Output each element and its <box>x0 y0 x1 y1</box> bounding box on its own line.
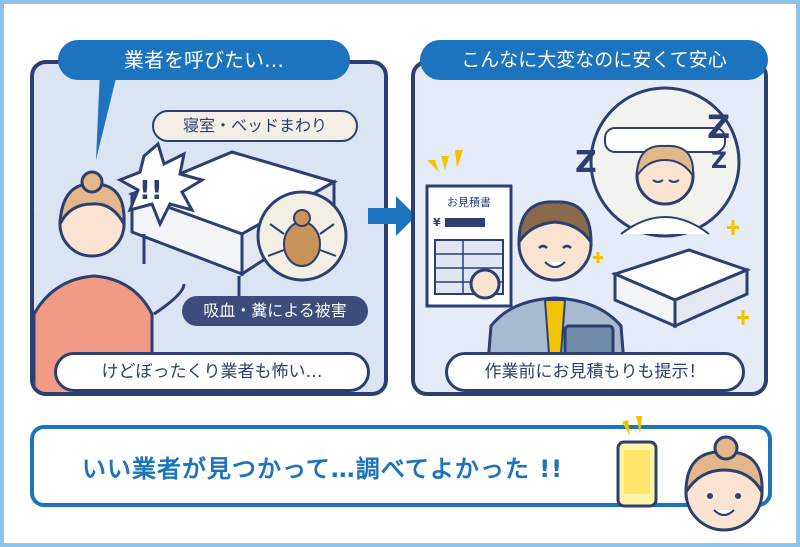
estimate-currency: ¥ <box>433 216 441 229</box>
arrow-right-icon <box>368 196 416 236</box>
left-scene: !! <box>34 141 348 392</box>
phone-icon <box>616 440 658 508</box>
sleeping-woman-closeup <box>589 86 741 238</box>
banner-text: いい業者が見つかって…調べてよかった !! <box>82 455 564 483</box>
right-panel: お見積書 ¥ <box>411 60 768 396</box>
shout-text: !! <box>139 176 163 206</box>
clean-bed-illustration <box>610 248 752 329</box>
left-speech-bubble: 業者を呼びたい… <box>58 40 350 80</box>
right-caption: 作業前にお見積もりも提示！ <box>445 352 745 392</box>
location-label: 寝室・ベッドまわり <box>152 110 358 142</box>
happy-woman-illustration <box>616 416 764 532</box>
sleep-z-large: Z <box>575 145 597 180</box>
sleep-z-top: Z <box>707 108 730 146</box>
bedbug-closeup <box>256 190 348 282</box>
right-speech-bubble: こんなに大変なのに安くて安心 <box>420 40 768 80</box>
left-panel: !! 寝室・ベッドまわり 吸血・糞による被害 けどぼったくり業者も怖い… <box>30 60 388 396</box>
left-caption: けどぼったくり業者も怖い… <box>54 352 370 392</box>
estimate-title: お見積書 <box>447 195 491 209</box>
sparkle-icon <box>427 150 749 325</box>
shock-burst: !! <box>116 141 206 228</box>
right-scene: お見積書 ¥ <box>425 86 752 392</box>
sleep-z-small: Z <box>711 149 727 174</box>
damage-label: 吸血・糞による被害 <box>182 296 368 326</box>
